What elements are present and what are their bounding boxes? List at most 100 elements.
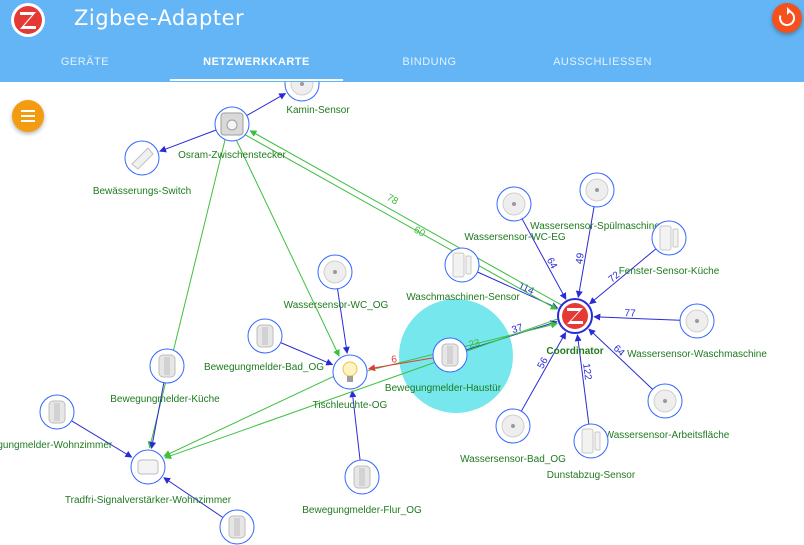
node-label: Tischleuchte-OG [313,400,388,411]
network-node-bewaesserung[interactable]: Bewässerungs-Switch [93,140,191,197]
network-node-dunst[interactable]: Dunstabzug-Sensor [547,423,636,481]
node-label: Kamin-Sensor [286,105,350,116]
node-label: Wassersensor-WC-EG [464,232,566,243]
app-title: Zigbee-Adapter [74,6,245,30]
zigbee-logo-icon [11,3,45,37]
network-node-waschsensor[interactable]: Waschmaschinen-Sensor [406,247,520,303]
water-sensor-icon [502,192,526,216]
network-node-bottom[interactable] [219,509,255,545]
motion-sensor-icon [256,324,274,348]
water-sensor-icon [323,260,347,284]
switch-icon [131,147,154,170]
node-label: Wassersensor-Arbeitsfläche [605,430,730,441]
network-link-osram-kamin [246,92,287,116]
network-link-ws_wasch-coord [593,313,681,321]
node-label: Wassersensor-Waschmaschine [627,349,767,360]
motion-sensor-icon [353,465,371,489]
smart-plug-icon [220,112,244,136]
network-node-bm_flur[interactable]: Bewegungmelder-Flur_OG [302,459,422,516]
network-link-ws_bad-coord [520,331,567,412]
network-node-ws_wasch[interactable]: Wassersensor-Waschmaschine [627,303,767,360]
link-quality-label: 49 [574,252,587,265]
network-link-dunst-coord [574,334,590,425]
network-node-fenster[interactable]: Fenster-Sensor-Küche [619,220,720,277]
node-label: Bewässerungs-Switch [93,186,191,197]
network-node-ws_wc_eg[interactable]: Wassersensor-WC-EG [464,186,566,243]
node-label: Coordinator [546,346,603,357]
network-link-osram-bewaesserung [159,129,217,153]
node-label: Dunstabzug-Sensor [547,470,636,481]
node-label: Bewegungmelder-Haustür [385,383,502,394]
network-node-kamin[interactable]: Kamin-Sensor [284,82,350,116]
node-label: Wassersensor-Spülmaschine [530,221,660,232]
node-label: Wassersensor-WC_OG [284,300,389,311]
network-node-ws_bad[interactable]: Wassersensor-Bad_OG [460,408,566,465]
tab-bar: GERÄTE NETZWERKKARTE BINDUNG AUSSCHLIESS… [0,44,804,82]
network-node-bm_wohn[interactable]: egungmelder-Wohnzimmer [0,394,113,451]
link-quality-label: 64 [544,256,559,271]
node-label: Osram-Zwischenstecker [178,150,286,161]
link-quality-label: 78 [385,192,400,207]
water-sensor-icon [585,178,609,202]
door-sensor-icon [659,225,679,251]
network-link-bm_bad-tisch [280,342,334,366]
menu-button[interactable] [12,100,44,132]
network-link-coord-tradfri [164,318,559,460]
network-node-bm_kueche[interactable]: Bewegungmelder-Küche [110,348,220,405]
network-link-ws_wc_og-tisch [337,288,350,354]
network-link-ws_wc_eg-coord [521,218,567,300]
light-bulb-icon [342,361,358,382]
node-label: Bewegungmelder-Flur_OG [302,505,422,516]
motion-sensor-icon [48,400,66,424]
network-node-tisch[interactable]: Tischleuchte-OG [313,354,388,411]
door-sensor-icon [581,428,601,454]
motion-sensor-icon [441,343,459,367]
network-node-ws_wc_og[interactable]: Wassersensor-WC_OG [284,254,389,311]
motion-sensor-icon [158,354,176,378]
network-link-tisch-tradfri [163,376,334,457]
water-sensor-icon [685,309,709,333]
network-link-bm_kueche-tradfri [149,382,165,450]
network-link-ws_spuel-coord [575,206,595,298]
refresh-button[interactable] [772,3,802,33]
network-node-tradfri[interactable]: Tradfri-Signalverstärker-Wohnzimmer [65,449,232,506]
network-link-fenster-coord [589,248,657,305]
active-tab-indicator [170,79,343,81]
water-sensor-icon [501,414,525,438]
network-node-osram[interactable]: Osram-Zwischenstecker [178,106,287,161]
tab-netzwerkkarte[interactable]: NETZWERKKARTE [203,56,310,68]
signal-repeater-icon [137,459,159,475]
door-sensor-icon [452,252,472,278]
link-quality-label: 60 [412,225,427,240]
node-label: Wassersensor-Bad_OG [460,454,566,465]
network-node-ws_arbeit[interactable]: Wassersensor-Arbeitsfläche [605,383,730,441]
network-link-ws_arbeit-coord [588,328,653,390]
motion-sensor-icon [228,515,246,539]
network-link-bm_wohn-tradfri [71,420,133,458]
network-link-coord-osram [249,130,562,306]
network-node-haustuer[interactable]: Bewegungmelder-Haustür [385,337,502,394]
network-link-osram-tradfri [147,139,226,449]
network-node-coord[interactable]: Coordinator [546,298,604,357]
network-node-bm_bad[interactable]: Bewegungmelder-Bad_OG [204,318,324,373]
network-link-haustuer-tisch [368,357,434,372]
link-quality-label: 122 [580,363,593,381]
water-sensor-icon [653,389,677,413]
link-quality-label: 56 [536,355,551,370]
refresh-icon [779,7,796,26]
tab-geraete[interactable]: GERÄTE [60,56,110,68]
network-link-bottom-tradfri [163,477,224,518]
link-quality-label: 77 [624,308,636,319]
node-label: Waschmaschinen-Sensor [406,292,520,303]
link-quality-label: 37 [510,322,524,336]
tab-bindung[interactable]: BINDUNG [402,56,457,68]
node-label: egungmelder-Wohnzimmer [0,440,113,451]
network-node-ws_spuel[interactable]: Wassersensor-Spülmaschine [530,172,660,232]
tab-ausschliessen[interactable]: AUSSCHLIESSEN [553,56,652,68]
app-header: Zigbee-Adapter GERÄTE NETZWERKKARTE BIND… [0,0,804,82]
network-link-osram-coord [245,134,558,310]
hamburger-menu-icon [21,110,35,112]
zigbee-coordinator-icon [562,303,588,329]
node-label: Fenster-Sensor-Küche [619,266,720,277]
